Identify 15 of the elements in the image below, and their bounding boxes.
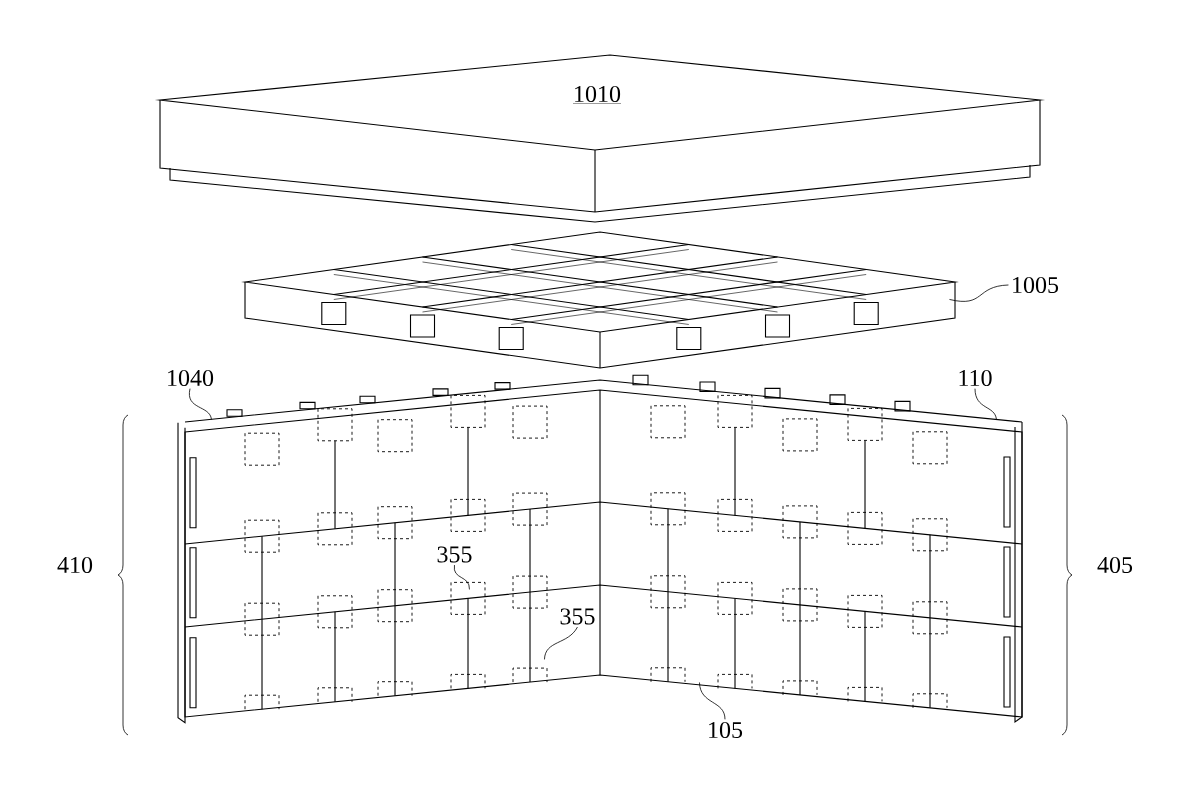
reference-numeral: 1010 (572, 84, 622, 106)
leader-line (544, 626, 578, 660)
leader-line (188, 388, 212, 420)
reference-numeral: 405 (1096, 555, 1134, 575)
leader-line (453, 564, 470, 590)
leader-line (974, 388, 997, 420)
reference-numeral: 355 (437, 546, 472, 563)
reference-numeral: 110 (959, 369, 992, 387)
reference-numeral: 355 (560, 608, 595, 625)
reference-numeral: 410 (56, 555, 94, 575)
leader-line (949, 284, 1009, 302)
reference-numeral: 1040 (168, 369, 214, 387)
leader-line (699, 682, 726, 720)
reference-numeral: 1005 (1013, 276, 1059, 294)
reference-numeral: 105 (709, 721, 743, 739)
